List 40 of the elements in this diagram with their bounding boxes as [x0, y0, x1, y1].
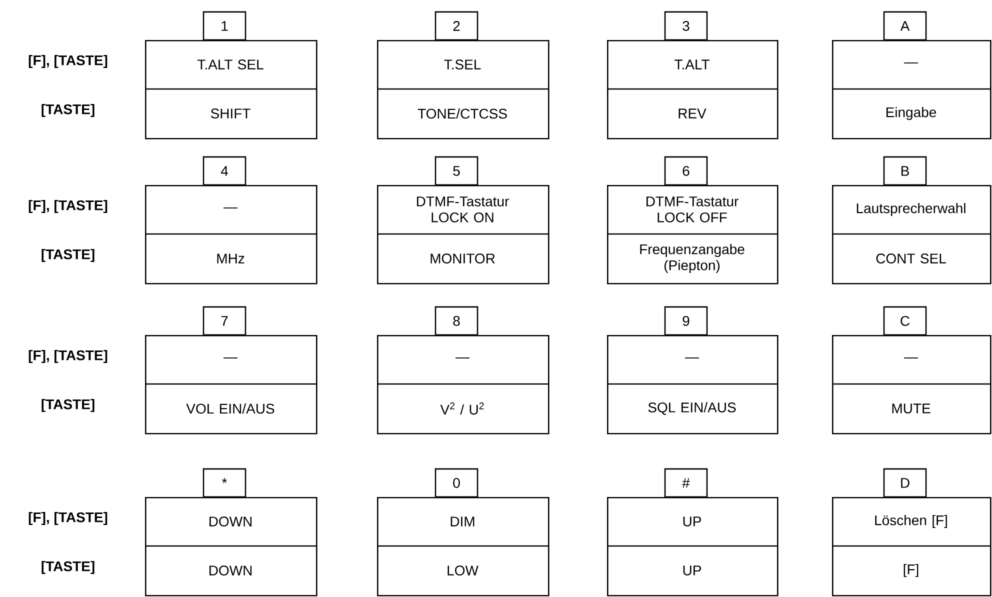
key-tab: # [664, 468, 708, 498]
key-tab: 0 [434, 468, 478, 498]
key-box: 8 — V$^{2}$ / U$^{2}$ [377, 306, 550, 434]
key-box: 4 — MHz [145, 156, 318, 284]
key-tab: 1 [202, 11, 246, 41]
row-label: [F], [TASTE] [28, 54, 108, 68]
key-box: 1 T.ALT SEL SHIFT [145, 11, 318, 140]
key-tab: D [883, 468, 927, 498]
row-label: [F], [TASTE] [28, 512, 108, 526]
key-tab: A [883, 11, 927, 41]
key-box: 3 T.ALT REV [607, 11, 778, 140]
row-label: [F], [TASTE] [28, 350, 108, 364]
key-tab: B [883, 156, 927, 186]
row-label: [F], [TASTE] [28, 200, 108, 214]
key-box: A — Eingabe [832, 11, 992, 140]
key-box: C — MUTE [832, 306, 992, 434]
row-label: [TASTE] [42, 104, 94, 118]
key-tab: 9 [664, 306, 708, 336]
key-box: 2 T.SEL TONE/CTCSS [377, 11, 550, 140]
key-box: B Lautsprecherwahl CONT SEL [832, 156, 992, 284]
key-box: * DOWN DOWN [145, 468, 318, 596]
key-tab: 2 [434, 11, 478, 41]
key-tab: C [883, 306, 927, 336]
key-box: 6 DTMF-Tastatur LOCK OFF Frequenzangabe (Piepton) [607, 156, 778, 284]
key-box: D Löschen [F] [F] [832, 468, 992, 596]
key-box: 0 DIM LOW [377, 468, 550, 596]
key-tab: 8 [434, 306, 478, 336]
row-label: [TASTE] [42, 560, 94, 574]
key-box: 9 — SQL EIN/AUS [607, 306, 778, 434]
key-tab: 3 [664, 11, 708, 41]
key-tab: * [202, 468, 246, 498]
key-tab: 5 [434, 156, 478, 186]
key-box: # UP UP [607, 468, 778, 596]
row-label: [TASTE] [42, 248, 94, 262]
key-box: 7 — VOL EIN/AUS [145, 306, 318, 434]
key-tab: 4 [202, 156, 246, 186]
key-tab: 7 [202, 306, 246, 336]
row-label: [TASTE] [42, 398, 94, 412]
key-box: 5 DTMF-Tastatur LOCK ON MONITOR [377, 156, 550, 284]
key-tab: 6 [664, 156, 708, 186]
